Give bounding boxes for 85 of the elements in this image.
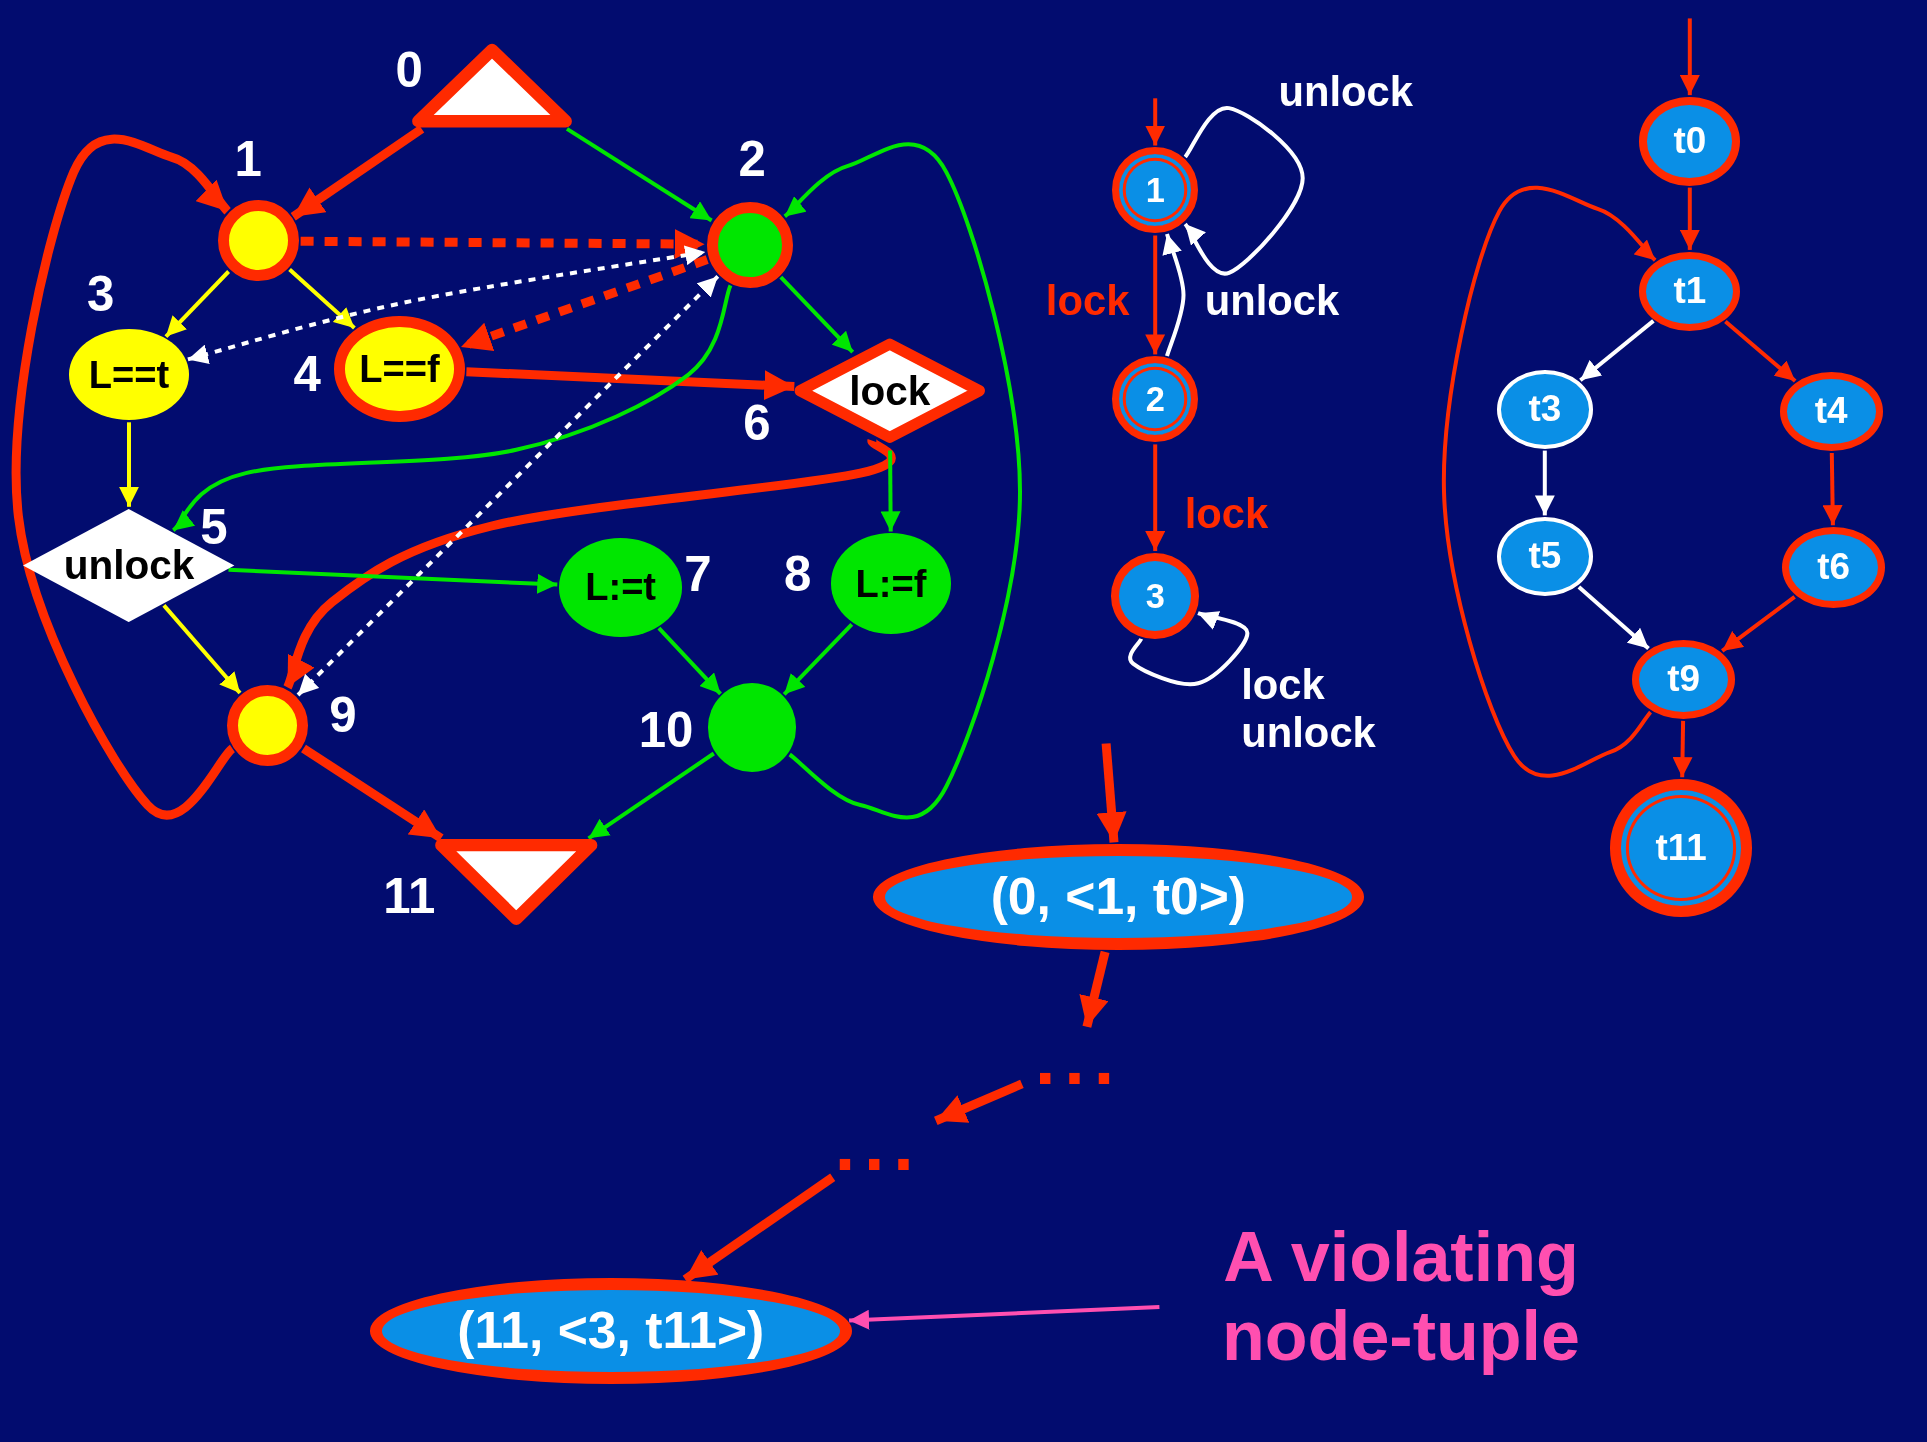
arrow [1145, 98, 1166, 146]
edge-label: lock unlock [1241, 661, 1377, 758]
arrow [779, 275, 855, 354]
arrow [300, 229, 705, 259]
arrow [1145, 235, 1166, 355]
edge-label: unlock [1204, 277, 1340, 326]
arrow [783, 142, 1022, 820]
arrow [1721, 595, 1796, 653]
node-number: 1 [234, 135, 262, 185]
circle-node [217, 200, 299, 282]
arrow [1079, 950, 1110, 1028]
arrow [283, 437, 895, 689]
arrow [466, 367, 795, 401]
arrow [1128, 609, 1250, 687]
arrow [1679, 187, 1700, 250]
node-label: 1 [1145, 173, 1165, 208]
double-arrow [187, 245, 706, 364]
arrow [565, 127, 713, 223]
node-number: 6 [743, 399, 771, 449]
arrow [162, 604, 242, 695]
edge-label: lock [1045, 277, 1130, 326]
arrow [1145, 444, 1166, 551]
node-number: 8 [783, 550, 812, 600]
arrow [290, 125, 425, 221]
arrow [1096, 743, 1127, 843]
node-number: 0 [395, 46, 423, 96]
arrow [164, 270, 231, 338]
arrow [1672, 720, 1693, 778]
arrow [119, 422, 139, 507]
node-label: lock [849, 370, 931, 412]
node-number: 3 [87, 270, 115, 320]
node-number: 5 [200, 503, 228, 553]
node-label: t4 [1814, 393, 1848, 431]
arrow [849, 1305, 1160, 1330]
node-label: t6 [1817, 549, 1850, 587]
arrow [782, 623, 854, 696]
node-label: 2 [1145, 382, 1165, 417]
arrow [1442, 186, 1657, 778]
node-number: 4 [293, 350, 321, 400]
annotation-text: A violating node-tuple [1161, 1210, 1641, 1383]
node-label: L==f [359, 349, 440, 388]
ellipsis: ... [1023, 1028, 1135, 1091]
arrow [1679, 18, 1700, 96]
node-label: unlock [63, 545, 195, 586]
arrow [1577, 585, 1650, 650]
node-label: L:=f [855, 564, 927, 603]
node-label: (0, <1, t0>) [990, 871, 1246, 923]
arrow [11, 135, 236, 819]
node-number: 7 [684, 550, 712, 600]
node-label: L==t [88, 355, 170, 394]
node-label: t9 [1667, 661, 1701, 699]
node-label: t3 [1528, 390, 1562, 428]
arrow [1183, 106, 1305, 276]
node-label: t1 [1673, 272, 1707, 310]
node-number: 10 [638, 706, 694, 756]
node-label: t0 [1673, 122, 1707, 160]
double-arrow [296, 275, 720, 697]
edge-label: lock [1184, 489, 1269, 538]
arrow [228, 567, 558, 594]
edge-label: unlock [1278, 68, 1413, 117]
node-label: t11 [1655, 829, 1707, 867]
arrow [587, 751, 715, 840]
circle-node [706, 201, 793, 288]
node-label: t5 [1528, 538, 1562, 576]
node-label: (11, <3, t11>) [457, 1305, 765, 1357]
arrow [1579, 319, 1655, 382]
arrow [301, 744, 444, 843]
arrow [1534, 450, 1555, 516]
arrow [288, 267, 356, 330]
arrow [459, 255, 709, 352]
node-number: 9 [329, 691, 357, 742]
node-label: 3 [1145, 578, 1165, 614]
arrow [934, 1079, 1024, 1125]
node-label: L:=t [585, 568, 657, 607]
arrow [1724, 320, 1797, 383]
arrow [1822, 452, 1843, 526]
decision-diamond [23, 508, 235, 622]
node-number: 11 [383, 872, 436, 922]
arrow [880, 450, 901, 532]
arrow [657, 626, 722, 696]
node-number: 2 [738, 135, 766, 185]
circle-node [227, 684, 309, 766]
arrow [171, 284, 733, 532]
arrow [1163, 233, 1186, 357]
ellipsis: ... [823, 1114, 934, 1177]
